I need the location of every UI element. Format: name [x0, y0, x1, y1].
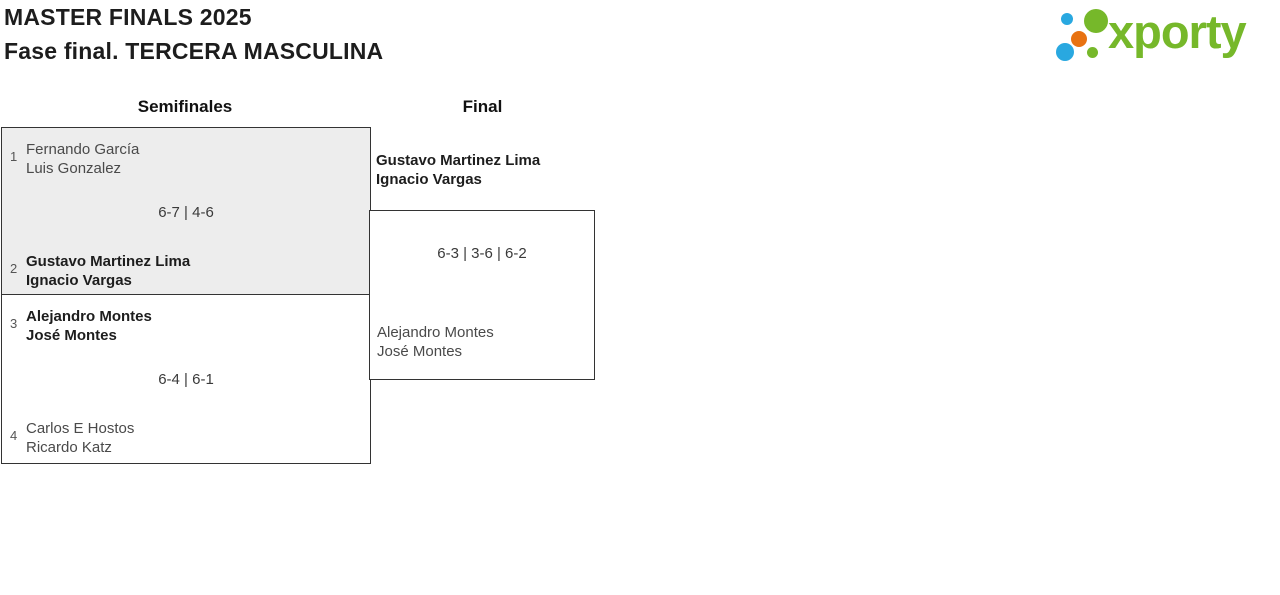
logo-dot-icon	[1071, 31, 1087, 47]
match-score: 6-7 | 4-6	[158, 204, 214, 221]
player-name: José Montes	[377, 343, 463, 360]
player-name: Gustavo Martinez Lima	[376, 152, 541, 169]
team-names: Carlos E Hostos Ricardo Katz	[26, 419, 134, 457]
round-header-final: Final	[462, 97, 503, 116]
player-name: Carlos E Hostos	[26, 420, 135, 437]
player-name: Fernando García	[26, 141, 140, 158]
seed-number: 2	[10, 261, 18, 276]
page-subtitle: Fase final. TERCERA MASCULINA	[4, 38, 384, 64]
player-name: Alejandro Montes	[26, 308, 152, 325]
match-final[interactable]: 6-3 | 3-6 | 6-2 Alejandro Montes José Mo…	[369, 210, 595, 380]
match-semifinal-1[interactable]: 1 Fernando García Luis Gonzalez 6-7 | 4-…	[1, 127, 371, 295]
logo-dot-icon	[1087, 47, 1098, 58]
page-title: MASTER FINALS 2025	[4, 4, 252, 30]
player-name: Gustavo Martinez Lima	[26, 253, 191, 270]
seed-number: 1	[10, 149, 18, 164]
player-name: José Montes	[26, 327, 117, 344]
seed-number: 3	[10, 316, 18, 331]
final-winner-team: Gustavo Martinez Lima Ignacio Vargas	[376, 151, 540, 189]
round-header-semifinals: Semifinales	[137, 97, 233, 116]
logo-dot-icon	[1061, 13, 1073, 25]
xporty-logo[interactable]: xporty	[1050, 0, 1280, 72]
match-semifinal-2[interactable]: 3 Alejandro Montes José Montes 6-4 | 6-1…	[1, 294, 371, 464]
team-names: Fernando García Luis Gonzalez	[26, 140, 139, 178]
match-score: 6-3 | 3-6 | 6-2	[437, 245, 527, 262]
player-name: Alejandro Montes	[377, 324, 494, 341]
logo-dot-icon	[1056, 43, 1074, 61]
player-name: Ignacio Vargas	[26, 272, 132, 289]
team-names: Gustavo Martinez Lima Ignacio Vargas	[26, 252, 190, 290]
player-name: Ignacio Vargas	[376, 171, 482, 188]
team-names: Alejandro Montes José Montes	[377, 323, 494, 361]
team-names: Alejandro Montes José Montes	[26, 307, 152, 345]
logo-dot-icon	[1084, 9, 1108, 33]
player-name: Ricardo Katz	[26, 439, 112, 456]
seed-number: 4	[10, 428, 18, 443]
player-name: Luis Gonzalez	[26, 160, 122, 177]
match-score: 6-4 | 6-1	[158, 371, 214, 388]
xporty-wordmark: xporty	[1108, 5, 1247, 58]
